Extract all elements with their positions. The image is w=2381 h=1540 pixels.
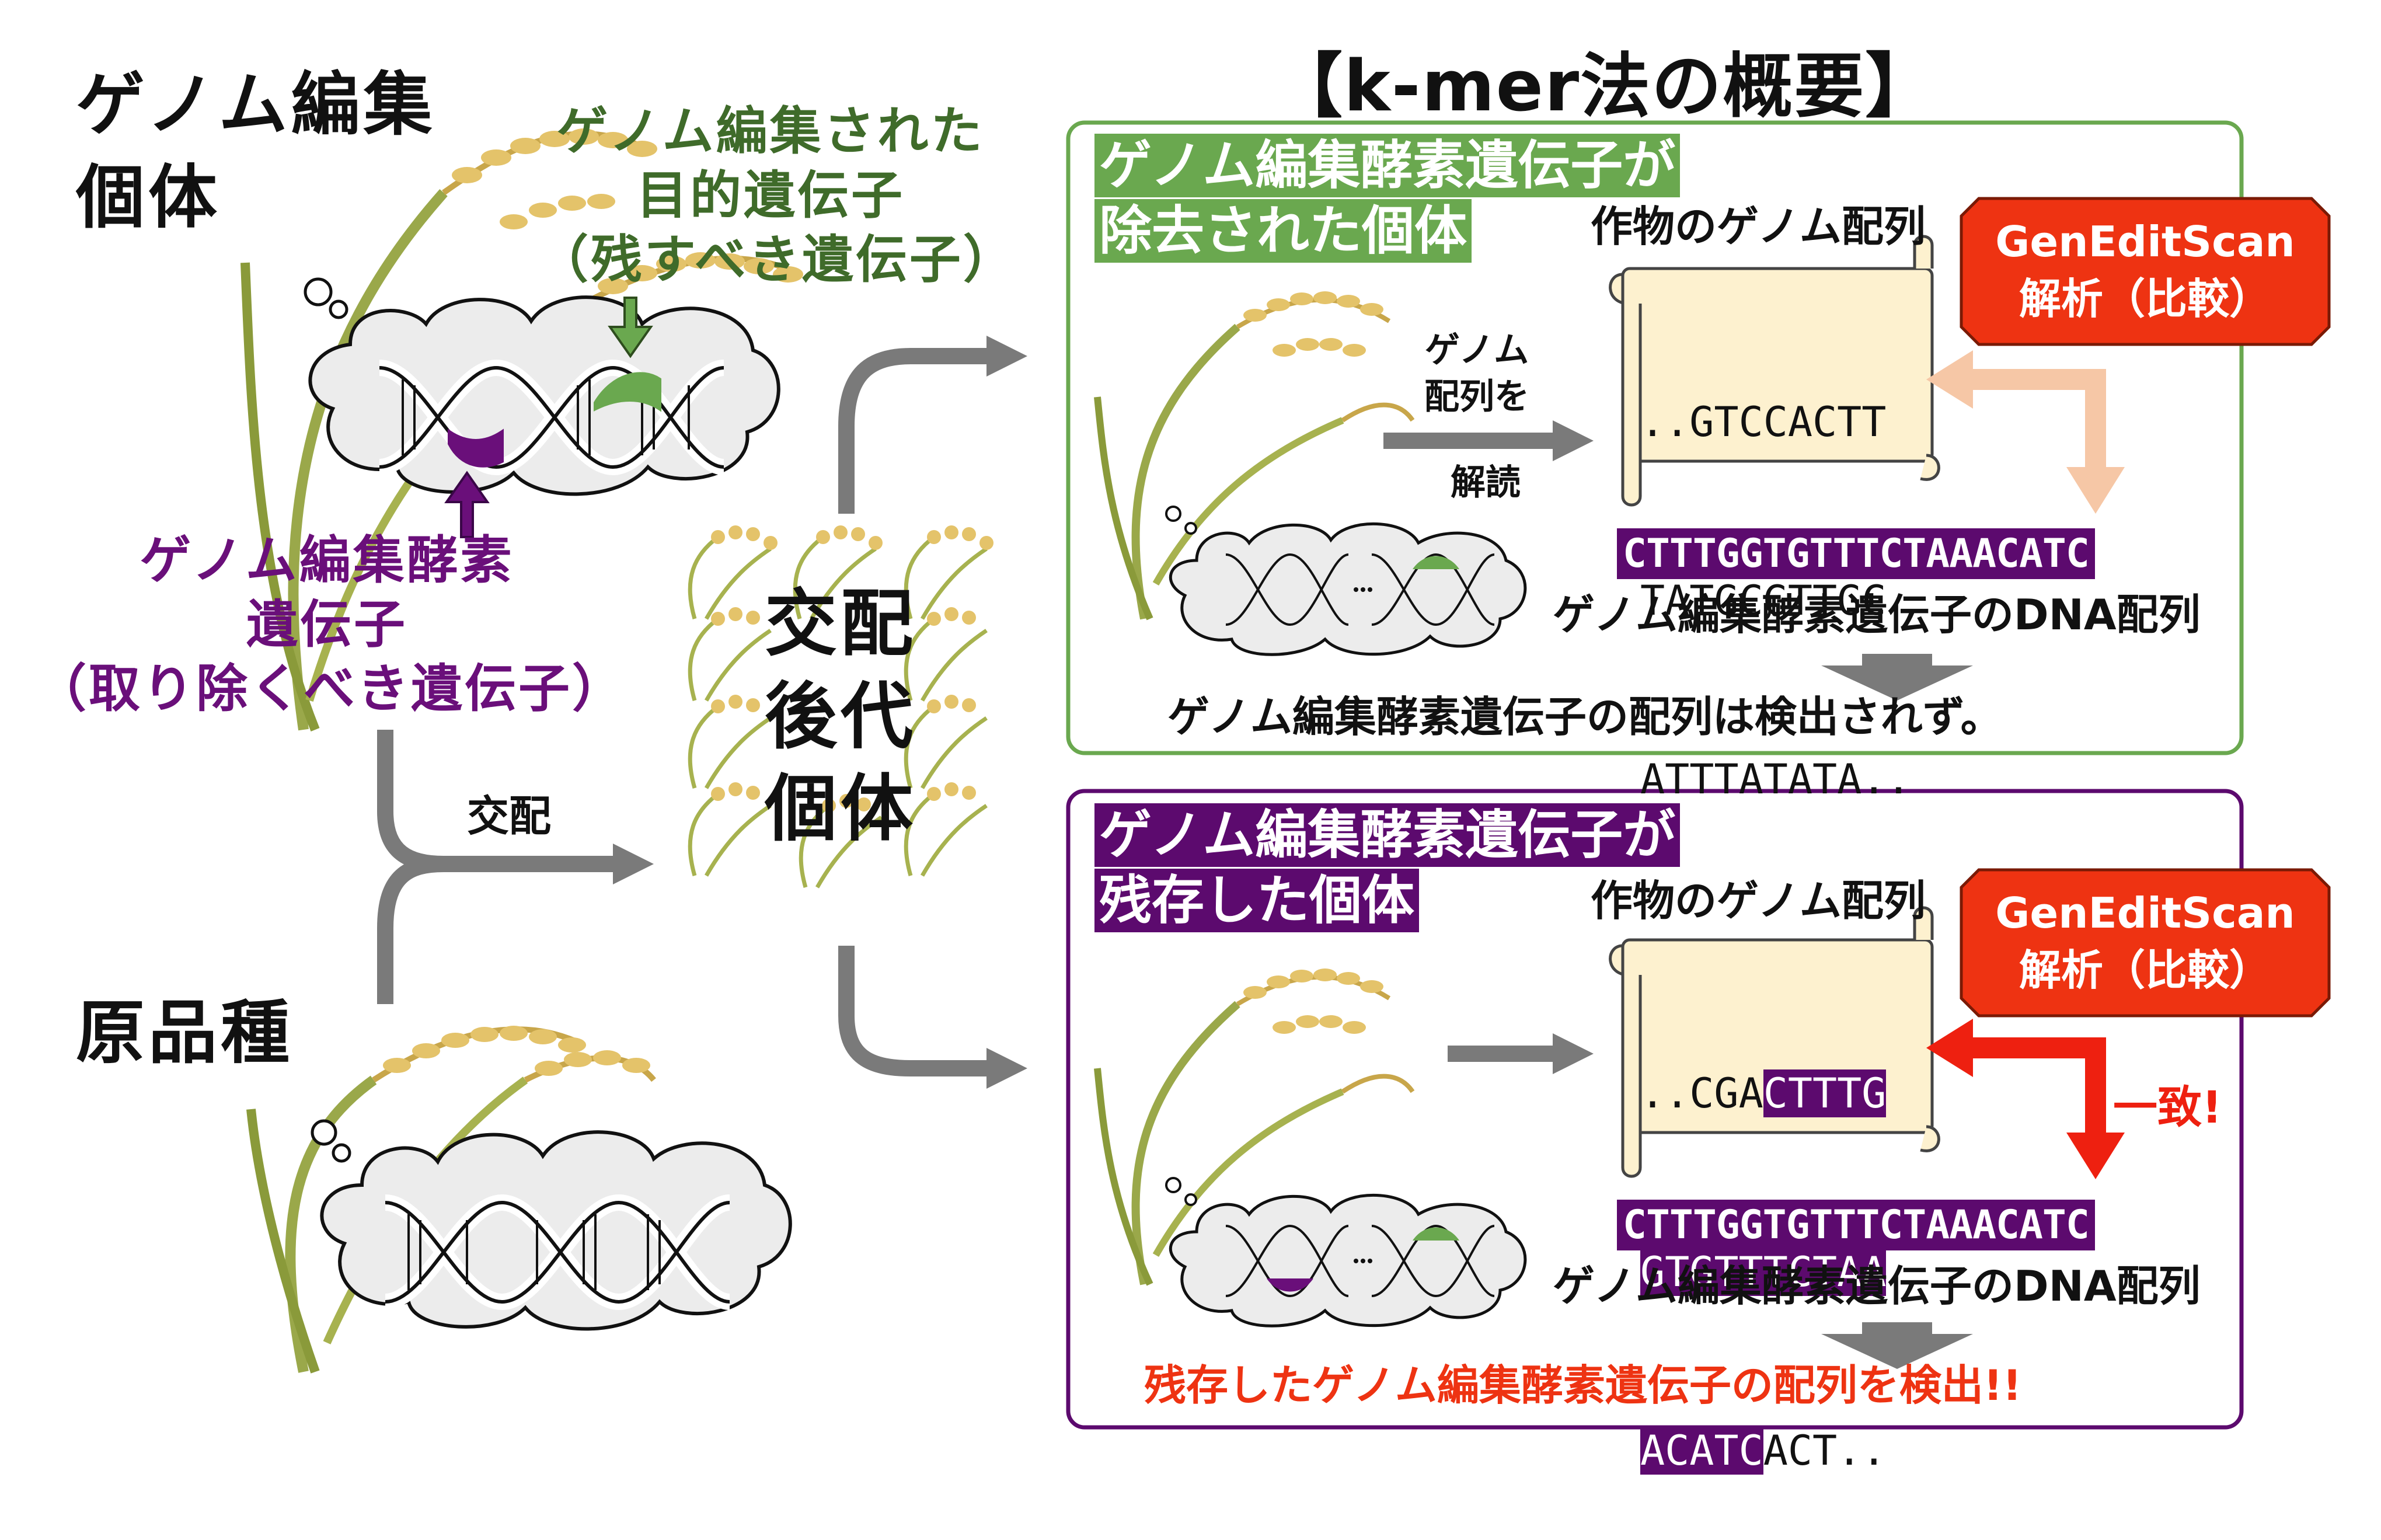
panel-bottom-label-line2: 残存した個体 bbox=[1094, 869, 1419, 932]
panel-bottom-cloud-icon bbox=[1165, 1177, 1527, 1328]
panel-bottom-seq-l3-highlight: ACATC bbox=[1640, 1427, 1763, 1475]
panel-bottom-label: ゲノム編集酵素遺伝子が 残存した個体 bbox=[1094, 803, 1681, 933]
panel-top-read-line2: 配列を bbox=[1424, 377, 1529, 417]
cross-arrow-lower bbox=[377, 856, 444, 1004]
enzyme-gene-arrow bbox=[444, 471, 490, 538]
panel-top-compare-arrowhead-left bbox=[1926, 350, 1973, 409]
branch-arrow-top bbox=[838, 348, 992, 514]
main-title: 【k-mer法の概要】 bbox=[1273, 46, 1937, 127]
panel-bottom-seq-l1-plain: ..CGA bbox=[1640, 1069, 1763, 1117]
panel-top-seq-line2: TATGCGTTGC bbox=[1640, 577, 1887, 625]
target-gene-label: ゲノム編集された 目的遺伝子 （残すべき遺伝子） bbox=[537, 99, 1017, 292]
offspring-line1: 交配 bbox=[764, 582, 916, 666]
target-gene-line1: ゲノム編集された bbox=[556, 101, 985, 161]
edited-title-line1: ゲノム編集 bbox=[76, 64, 436, 145]
panel-bottom-badge-line1: GenEditScan bbox=[1995, 889, 2295, 938]
panel-top-badge-line1: GenEditScan bbox=[1995, 217, 2295, 266]
branch-arrowhead-top bbox=[986, 336, 1027, 377]
target-gene-line2: 目的遺伝子 bbox=[636, 165, 905, 225]
enzyme-gene-line2: 遺伝子 bbox=[246, 594, 407, 654]
offspring-label: 交配 後代 個体 bbox=[747, 578, 934, 856]
panel-bottom-badge: GenEditScan 解析（比較） bbox=[1967, 884, 2323, 999]
branch-arrowhead-bottom bbox=[986, 1048, 1027, 1089]
panel-top-compare-arrowhead-down bbox=[2066, 467, 2125, 514]
panel-top-genome-sequence: ..GTCCACTT TATGCGTTGC ATTTATATA.. bbox=[1640, 273, 1911, 869]
panel-top-read-line3: 解読 bbox=[1451, 462, 1521, 503]
branch-arrow-bottom bbox=[838, 946, 992, 1076]
panel-bottom-enzyme-dna-sequence: CTTTGGTGTTTCTAAACATC bbox=[1617, 1200, 2095, 1250]
panel-top-rice-icon bbox=[1094, 291, 1415, 621]
dna-helix-edited-icon bbox=[378, 359, 725, 476]
cross-label: 交配 bbox=[467, 792, 552, 841]
panel-bottom-match-arrowhead-down bbox=[2066, 1133, 2125, 1179]
edited-individual-title: ゲノム編集 個体 bbox=[76, 58, 435, 245]
panel-top-cloud-icon bbox=[1165, 506, 1527, 656]
panel-top-label: ゲノム編集酵素遺伝子が 除去された個体 bbox=[1094, 133, 1681, 264]
panel-bottom-match-label: 一致! bbox=[2113, 1081, 2222, 1133]
panel-bottom-dna-caption: ゲノム編集酵素遺伝子のDNA配列 bbox=[1553, 1262, 2201, 1311]
panel-bottom-seq-l1-highlight: CTTTG bbox=[1763, 1069, 1887, 1117]
panel-top-label-line2: 除去された個体 bbox=[1094, 199, 1472, 263]
offspring-line3: 個体 bbox=[764, 767, 916, 852]
panel-top-label-line1: ゲノム編集酵素遺伝子が bbox=[1094, 134, 1681, 197]
panel-top-read-arrowhead bbox=[1553, 420, 1594, 461]
panel-bottom-rice-icon bbox=[1094, 968, 1415, 1286]
panel-top-enzyme-dna-sequence: CTTTGGTGTTTCTAAACATC bbox=[1617, 528, 2095, 579]
offspring-grains bbox=[711, 525, 993, 813]
panel-top-seq-line1: ..GTCCACTT bbox=[1640, 398, 1887, 446]
panel-top-result: ゲノム編集酵素遺伝子の配列は検出されず。 bbox=[1167, 692, 2003, 741]
diagram-graphics bbox=[240, 120, 2331, 1430]
enzyme-gene-line1: ゲノム編集酵素 bbox=[140, 530, 514, 590]
target-gene-arrow bbox=[608, 297, 653, 358]
panel-bottom-result: 残存したゲノム編集酵素遺伝子の配列を検出!! bbox=[1144, 1361, 2022, 1410]
dna-helix-original-icon bbox=[384, 1194, 731, 1311]
original-variety-title: 原品種 bbox=[76, 992, 294, 1073]
enzyme-gene-label: ゲノム編集酵素 遺伝子 （取り除くべき遺伝子） bbox=[35, 528, 626, 721]
enzyme-gene-line3: （取り除くべき遺伝子） bbox=[35, 658, 626, 719]
panel-bottom-match-arrowhead-left bbox=[1926, 1019, 1973, 1077]
thought-cloud-original-icon bbox=[311, 1119, 792, 1331]
offspring-rice-icon bbox=[688, 535, 988, 889]
panel-top-read-label: ゲノム 配列を bbox=[1413, 327, 1541, 420]
panel-top-dna-caption: ゲノム編集酵素遺伝子のDNA配列 bbox=[1553, 590, 2201, 639]
panel-top-badge-line2: 解析（比較） bbox=[2019, 274, 2271, 323]
panel-top-read-line1: ゲノム bbox=[1424, 330, 1529, 371]
panel-bottom-label-line1: ゲノム編集酵素遺伝子が bbox=[1094, 803, 1681, 867]
panel-top-genome-caption: 作物のゲノム配列 bbox=[1591, 202, 1926, 251]
panel-bottom-badge-line2: 解析（比較） bbox=[2019, 946, 2271, 995]
target-gene-line3: （残すべき遺伝子） bbox=[537, 229, 1017, 290]
panel-top-result-arrow bbox=[1821, 654, 1973, 701]
panel-top-badge: GenEditScan 解析（比較） bbox=[1967, 213, 2323, 327]
panel-top-seq-line3: ATTTATATA.. bbox=[1640, 755, 1911, 803]
cross-arrowhead bbox=[613, 844, 654, 884]
panel-bottom-genome-caption: 作物のゲノム配列 bbox=[1591, 876, 1926, 925]
offspring-line2: 後代 bbox=[764, 674, 916, 759]
panel-bottom-read-arrowhead bbox=[1553, 1033, 1594, 1074]
panel-bottom-seq-l2-highlight: GTGTTTCTAA bbox=[1640, 1248, 1887, 1296]
edited-title-line2: 個体 bbox=[76, 157, 221, 238]
panel-bottom-seq-l3-plain: ACT.. bbox=[1763, 1427, 1887, 1475]
panel-bottom-result-arrow bbox=[1821, 1322, 1973, 1369]
panel-top-scroll-icon bbox=[1609, 235, 1940, 507]
